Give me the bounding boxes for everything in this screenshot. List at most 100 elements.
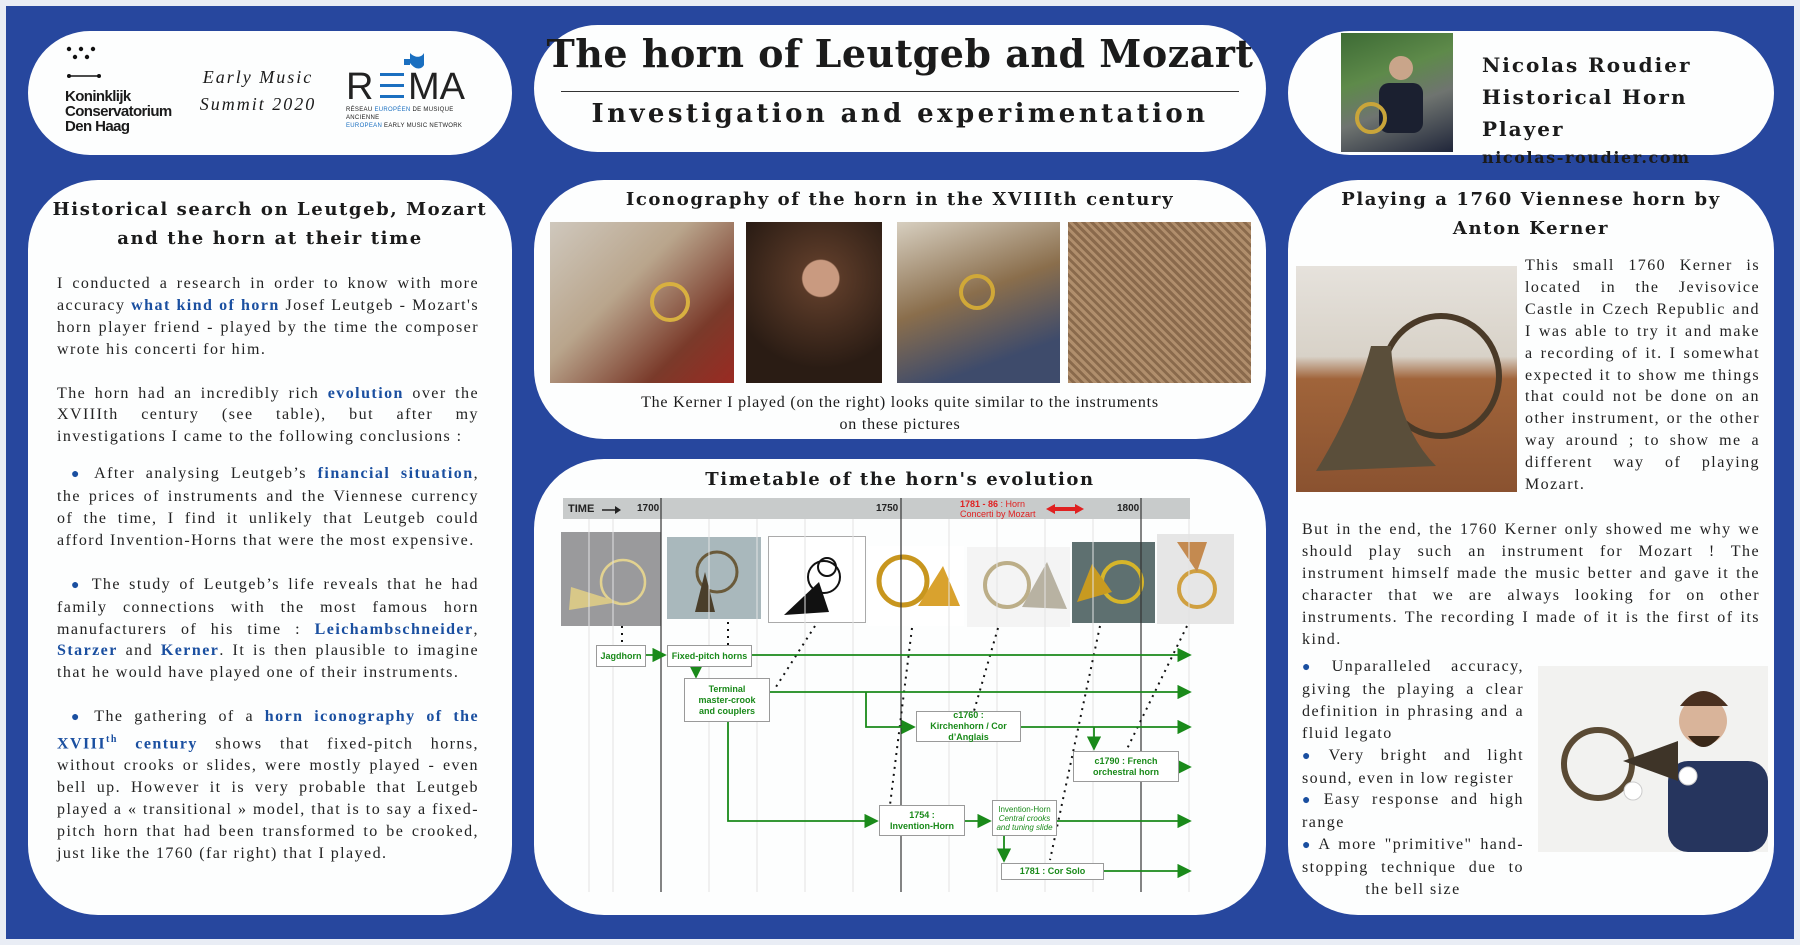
engraving-horn-players <box>1068 222 1251 383</box>
text: Unparalleled accuracy, giving the playin… <box>1302 658 1525 742</box>
box-invention-horn-central-crooks: Invention-Horn Central crooks and tuning… <box>992 800 1057 836</box>
horn-icon <box>1316 313 1502 471</box>
text: . It is then plausible to imagine that h… <box>57 642 480 682</box>
horn-photo-invention <box>868 546 964 626</box>
caption-line: on these pictures <box>839 416 961 433</box>
section-heading: Iconography of the horn in the XVIIIth c… <box>625 189 1175 210</box>
kerner-horn-panel: Playing a 1760 Viennese horn by Anton Ke… <box>1288 180 1774 915</box>
kerner-horn-photo <box>1296 266 1517 492</box>
text: A more "primitive" hand-stopping techniq… <box>1302 836 1525 899</box>
highlight: Leichambschneider <box>314 620 474 638</box>
event-line: Summit 2020 <box>199 94 317 114</box>
timeline-header-bar <box>563 498 1190 519</box>
painting-mozart-family <box>550 222 734 383</box>
kc-dots-icon <box>66 46 101 78</box>
box-terminal-crook: Terminal master-crook and couplers <box>684 678 770 722</box>
kc-logo: Koninklijk Conservatorium Den Haag <box>65 45 172 134</box>
section-heading: Timetable of the horn's evolution <box>705 469 1095 490</box>
bullet-icon: ● <box>1302 838 1315 854</box>
text: Josef Leutgeb - Mozart's horn player fri… <box>57 296 479 358</box>
box-title: Invention-Horn <box>998 804 1051 814</box>
section-heading: Historical search on Leutgeb, Mozart and… <box>28 195 512 253</box>
historical-text: I conducted a research in order to know … <box>57 273 479 887</box>
horn-photo-cor-solo <box>1157 534 1234 624</box>
rema-text: EUROPÉEN <box>374 107 411 113</box>
text: , <box>473 620 479 638</box>
heading-line: Historical search on Leutgeb, Mozart <box>52 199 488 220</box>
logos-banner: Koninklijk Conservatorium Den Haag Early… <box>28 31 512 155</box>
kc-line: Den Haag <box>65 118 130 135</box>
text: The gathering of a <box>94 708 265 726</box>
rema-tagline-fr: RÉSEAU EUROPÉEN DE MUSIQUE ANCIENNE <box>346 106 486 122</box>
painting-orchestra <box>897 222 1060 383</box>
bullet-icon: ● <box>71 577 84 593</box>
year-1800: 1800 <box>1117 503 1140 514</box>
section-heading: Playing a 1760 Viennese horn by Anton Ke… <box>1288 185 1774 243</box>
horn-drawing-crooks <box>768 536 866 623</box>
text: , the prices of instruments and the Vien… <box>57 465 480 549</box>
kerner-conclusion: But in the end, the 1760 Kerner only sho… <box>1302 521 1760 648</box>
time-arrow-icon <box>602 506 621 514</box>
highlight: th <box>106 734 118 746</box>
box-invention-horn: 1754 : Invention-Horn <box>879 805 965 836</box>
year-1700: 1700 <box>637 503 660 514</box>
poster-subtitle: Investigation and experimentation <box>591 99 1209 129</box>
kerner-qualities-list: ● Unparalleled accuracy, giving the playi… <box>1302 656 1524 901</box>
heading-line: and the horn at their time <box>117 228 423 249</box>
heading-line: Playing a 1760 Viennese horn by <box>1341 189 1721 210</box>
quality-item: ●Very bright and light sound, even in lo… <box>1302 745 1524 790</box>
highlight: what kind of horn <box>131 296 280 314</box>
box-subtitle: Central crooks and tuning slide <box>996 813 1053 832</box>
title-banner: The horn of Leutgeb and Mozart Investiga… <box>534 25 1266 152</box>
text: shows that fixed-pitch horns, without cr… <box>57 735 480 862</box>
heading-line: Anton Kerner <box>1452 218 1610 239</box>
rema-text: EUROPEAN <box>346 123 383 129</box>
paragraph: The horn had an incredibly rich evolutio… <box>57 383 479 449</box>
iconography-panel: Iconography of the horn in the XVIIIth c… <box>534 180 1266 439</box>
quality-item: ●Easy response and high range <box>1302 789 1524 834</box>
box-french-orchestral-horn: c1790 : French orchestral horn <box>1073 751 1179 782</box>
author-info: Nicolas Roudier Historical Horn Player n… <box>1482 49 1774 171</box>
year-1750: 1750 <box>876 503 899 514</box>
caption-line: The Kerner I played (on the right) looks… <box>641 394 1159 411</box>
quality-item: ●A more "primitive" hand-stopping techni… <box>1302 834 1524 901</box>
text: Easy response and high range <box>1302 791 1524 832</box>
rema-tagline-en: EUROPEAN EARLY MUSIC NETWORK <box>346 122 486 130</box>
historical-search-panel: Historical search on Leutgeb, Mozart and… <box>28 180 512 915</box>
horn-player-icon <box>1561 691 1768 852</box>
text: After analysing Leutgeb’s <box>94 465 318 483</box>
horn-photo-fixed-pitch <box>667 537 761 619</box>
highlight: evolution <box>327 384 404 402</box>
highlight: century <box>117 735 198 753</box>
dotted-links <box>621 622 1188 861</box>
grid-lines <box>588 519 1190 892</box>
box-cor-solo: 1781 : Cor Solo <box>1001 863 1104 880</box>
text: and <box>117 642 161 660</box>
rema-text: DE MUSIQUE ANCIENNE <box>346 107 454 121</box>
mozart-text: : Horn <box>998 499 1026 509</box>
horn-photo-kirchenhorn <box>967 547 1070 627</box>
text: Very bright and light sound, even in low… <box>1302 746 1525 787</box>
highlight: Starzer <box>57 642 118 660</box>
author-banner: Nicolas Roudier Historical Horn Player n… <box>1288 31 1774 167</box>
mozart-years: 1781 - 86 <box>960 499 999 509</box>
rema-text: RÉSEAU <box>346 107 375 113</box>
kc-line: Conservatorium <box>65 103 172 120</box>
bullet-item: ●The gathering of a horn iconography of … <box>57 706 479 865</box>
rema-text: EARLY MUSIC NETWORK <box>382 123 463 129</box>
text: over the XVIIIth century (see table), bu… <box>57 384 479 446</box>
author-website[interactable]: nicolas-roudier.com <box>1482 148 1691 167</box>
iconography-caption: The Kerner I played (on the right) looks… <box>534 392 1266 436</box>
text: I conducted a research in order to know … <box>57 275 479 314</box>
text: The study of Leutgeb’s life reveals that… <box>57 575 479 638</box>
box-fixed-pitch-horns: Fixed-pitch horns <box>667 645 752 667</box>
highlight: financial situation <box>317 465 474 483</box>
bullet-icon: ● <box>1302 793 1318 809</box>
bullet-icon: ● <box>1302 748 1323 764</box>
box-jagdhorn: Jagdhorn <box>596 645 646 667</box>
horn-player-icon <box>1355 56 1423 134</box>
highlight: Kerner <box>160 642 220 660</box>
kc-line: Koninklijk <box>65 88 131 105</box>
